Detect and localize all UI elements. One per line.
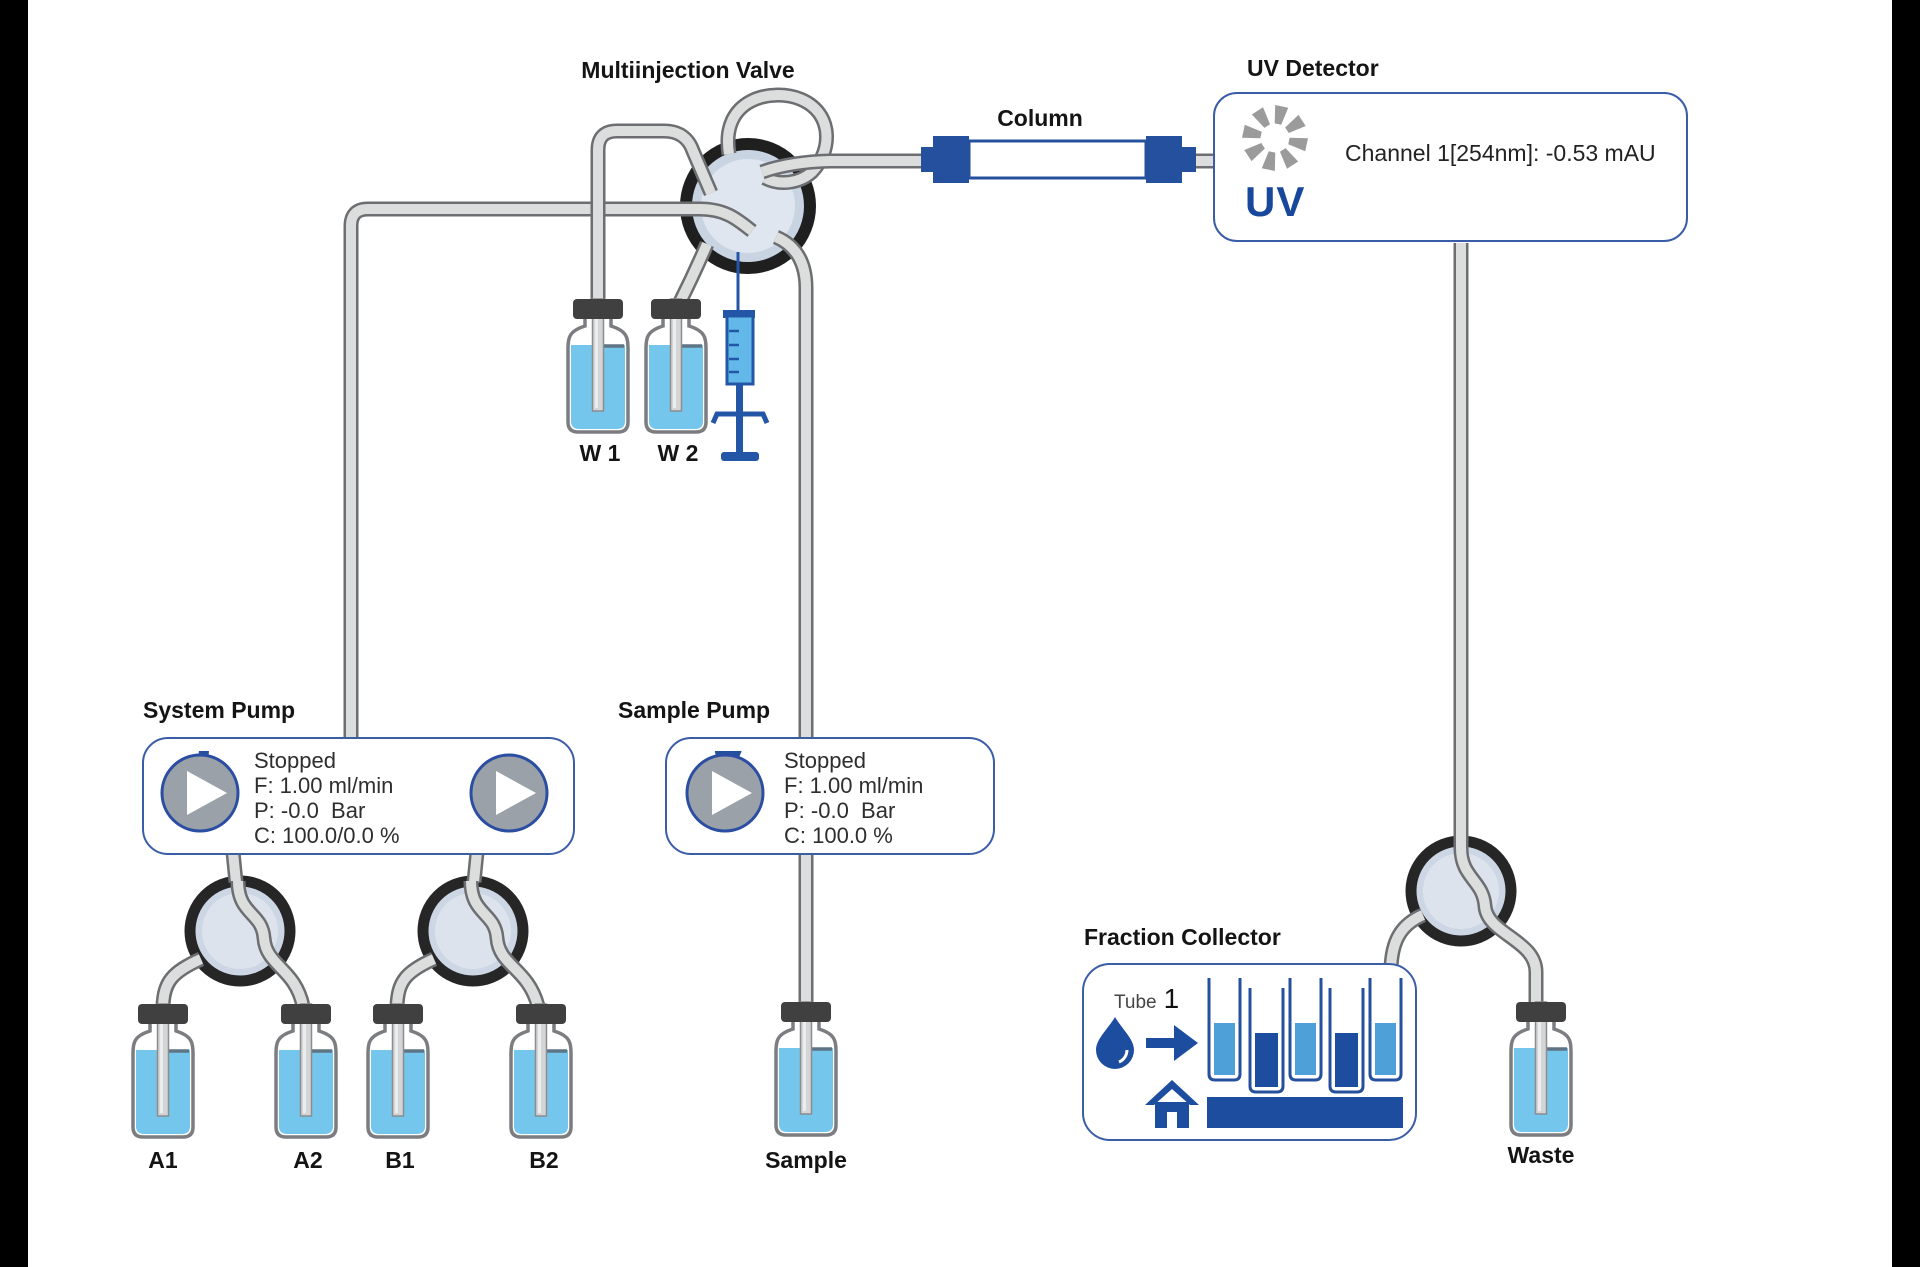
bottle-sample [774, 1000, 838, 1137]
uv-detector-label: UV Detector [1247, 55, 1379, 81]
play-icon[interactable] [683, 751, 767, 835]
fc-tube-number: 1 [1163, 983, 1180, 1014]
uv-logo-text: UV [1245, 178, 1306, 225]
a2-label: A2 [293, 1147, 323, 1173]
column-label: Column [997, 105, 1083, 131]
right-black-bar [1892, 0, 1920, 1267]
system-pump-gradient: C: 100.0/0.0 % [254, 823, 400, 848]
tubing [155, 87, 1544, 1010]
sample-pump-gradient: C: 100.0 % [784, 823, 893, 848]
sample-pump-flow: F: 1.00 ml/min [784, 773, 924, 798]
left-black-bar [0, 0, 28, 1267]
arrow-right-icon [1146, 1025, 1198, 1061]
bottle-waste [1509, 1000, 1573, 1137]
drop-icon [1096, 1017, 1134, 1069]
bottle-w1 [566, 297, 630, 434]
system-pump-panel[interactable]: Stopped F: 1.00 ml/min P: -0.0 Bar C: 10… [142, 737, 575, 855]
waste-label: Waste [1507, 1142, 1575, 1168]
system-pump-pressure: P: -0.0 Bar [254, 798, 366, 823]
w1-label: W 1 [579, 440, 621, 466]
b2-label: B2 [529, 1147, 559, 1173]
sample-label: Sample [765, 1147, 847, 1173]
system-pump-label: System Pump [143, 697, 296, 723]
w2-label: W 2 [657, 440, 699, 466]
bottle-a1 [131, 1002, 195, 1139]
a1-label: A1 [148, 1147, 178, 1173]
system-pump-status: Stopped [254, 748, 336, 773]
home-icon [1145, 1080, 1199, 1128]
bottle-b1 [366, 1002, 430, 1139]
bottle-w2 [644, 297, 708, 434]
fraction-collector-label: Fraction Collector [1084, 924, 1281, 950]
syringe-icon [710, 252, 770, 461]
fc-tube-word: Tube [1114, 992, 1157, 1013]
sample-pump-label: Sample Pump [618, 697, 771, 723]
bottle-b2 [509, 1002, 573, 1139]
sample-pump-panel[interactable]: Stopped F: 1.00 ml/min P: -0.0 Bar C: 10… [665, 737, 995, 855]
bottle-a2 [274, 1002, 338, 1139]
uv-lamp-icon [1242, 105, 1308, 171]
b1-label: B1 [385, 1147, 415, 1173]
sample-pump-status: Stopped [784, 748, 866, 773]
uv-detector-panel[interactable]: UV Channel 1[254nm]: -0.53 mAU [1213, 92, 1688, 242]
fraction-collector-panel[interactable]: Tube 1 [1082, 963, 1417, 1141]
multiinjection-valve-label: Multiinjection Valve [581, 57, 795, 83]
collector-tubes-graphic [1207, 978, 1403, 1128]
column-graphic[interactable] [921, 136, 1196, 183]
system-pump-flow: F: 1.00 ml/min [254, 773, 394, 798]
play-icon[interactable] [467, 751, 551, 835]
fc-tube-caption: Tube 1 [1114, 983, 1179, 1015]
uv-channel-reading: Channel 1[254nm]: -0.53 mAU [1345, 140, 1656, 166]
play-icon[interactable] [158, 751, 242, 835]
sample-pump-pressure: P: -0.0 Bar [784, 798, 896, 823]
